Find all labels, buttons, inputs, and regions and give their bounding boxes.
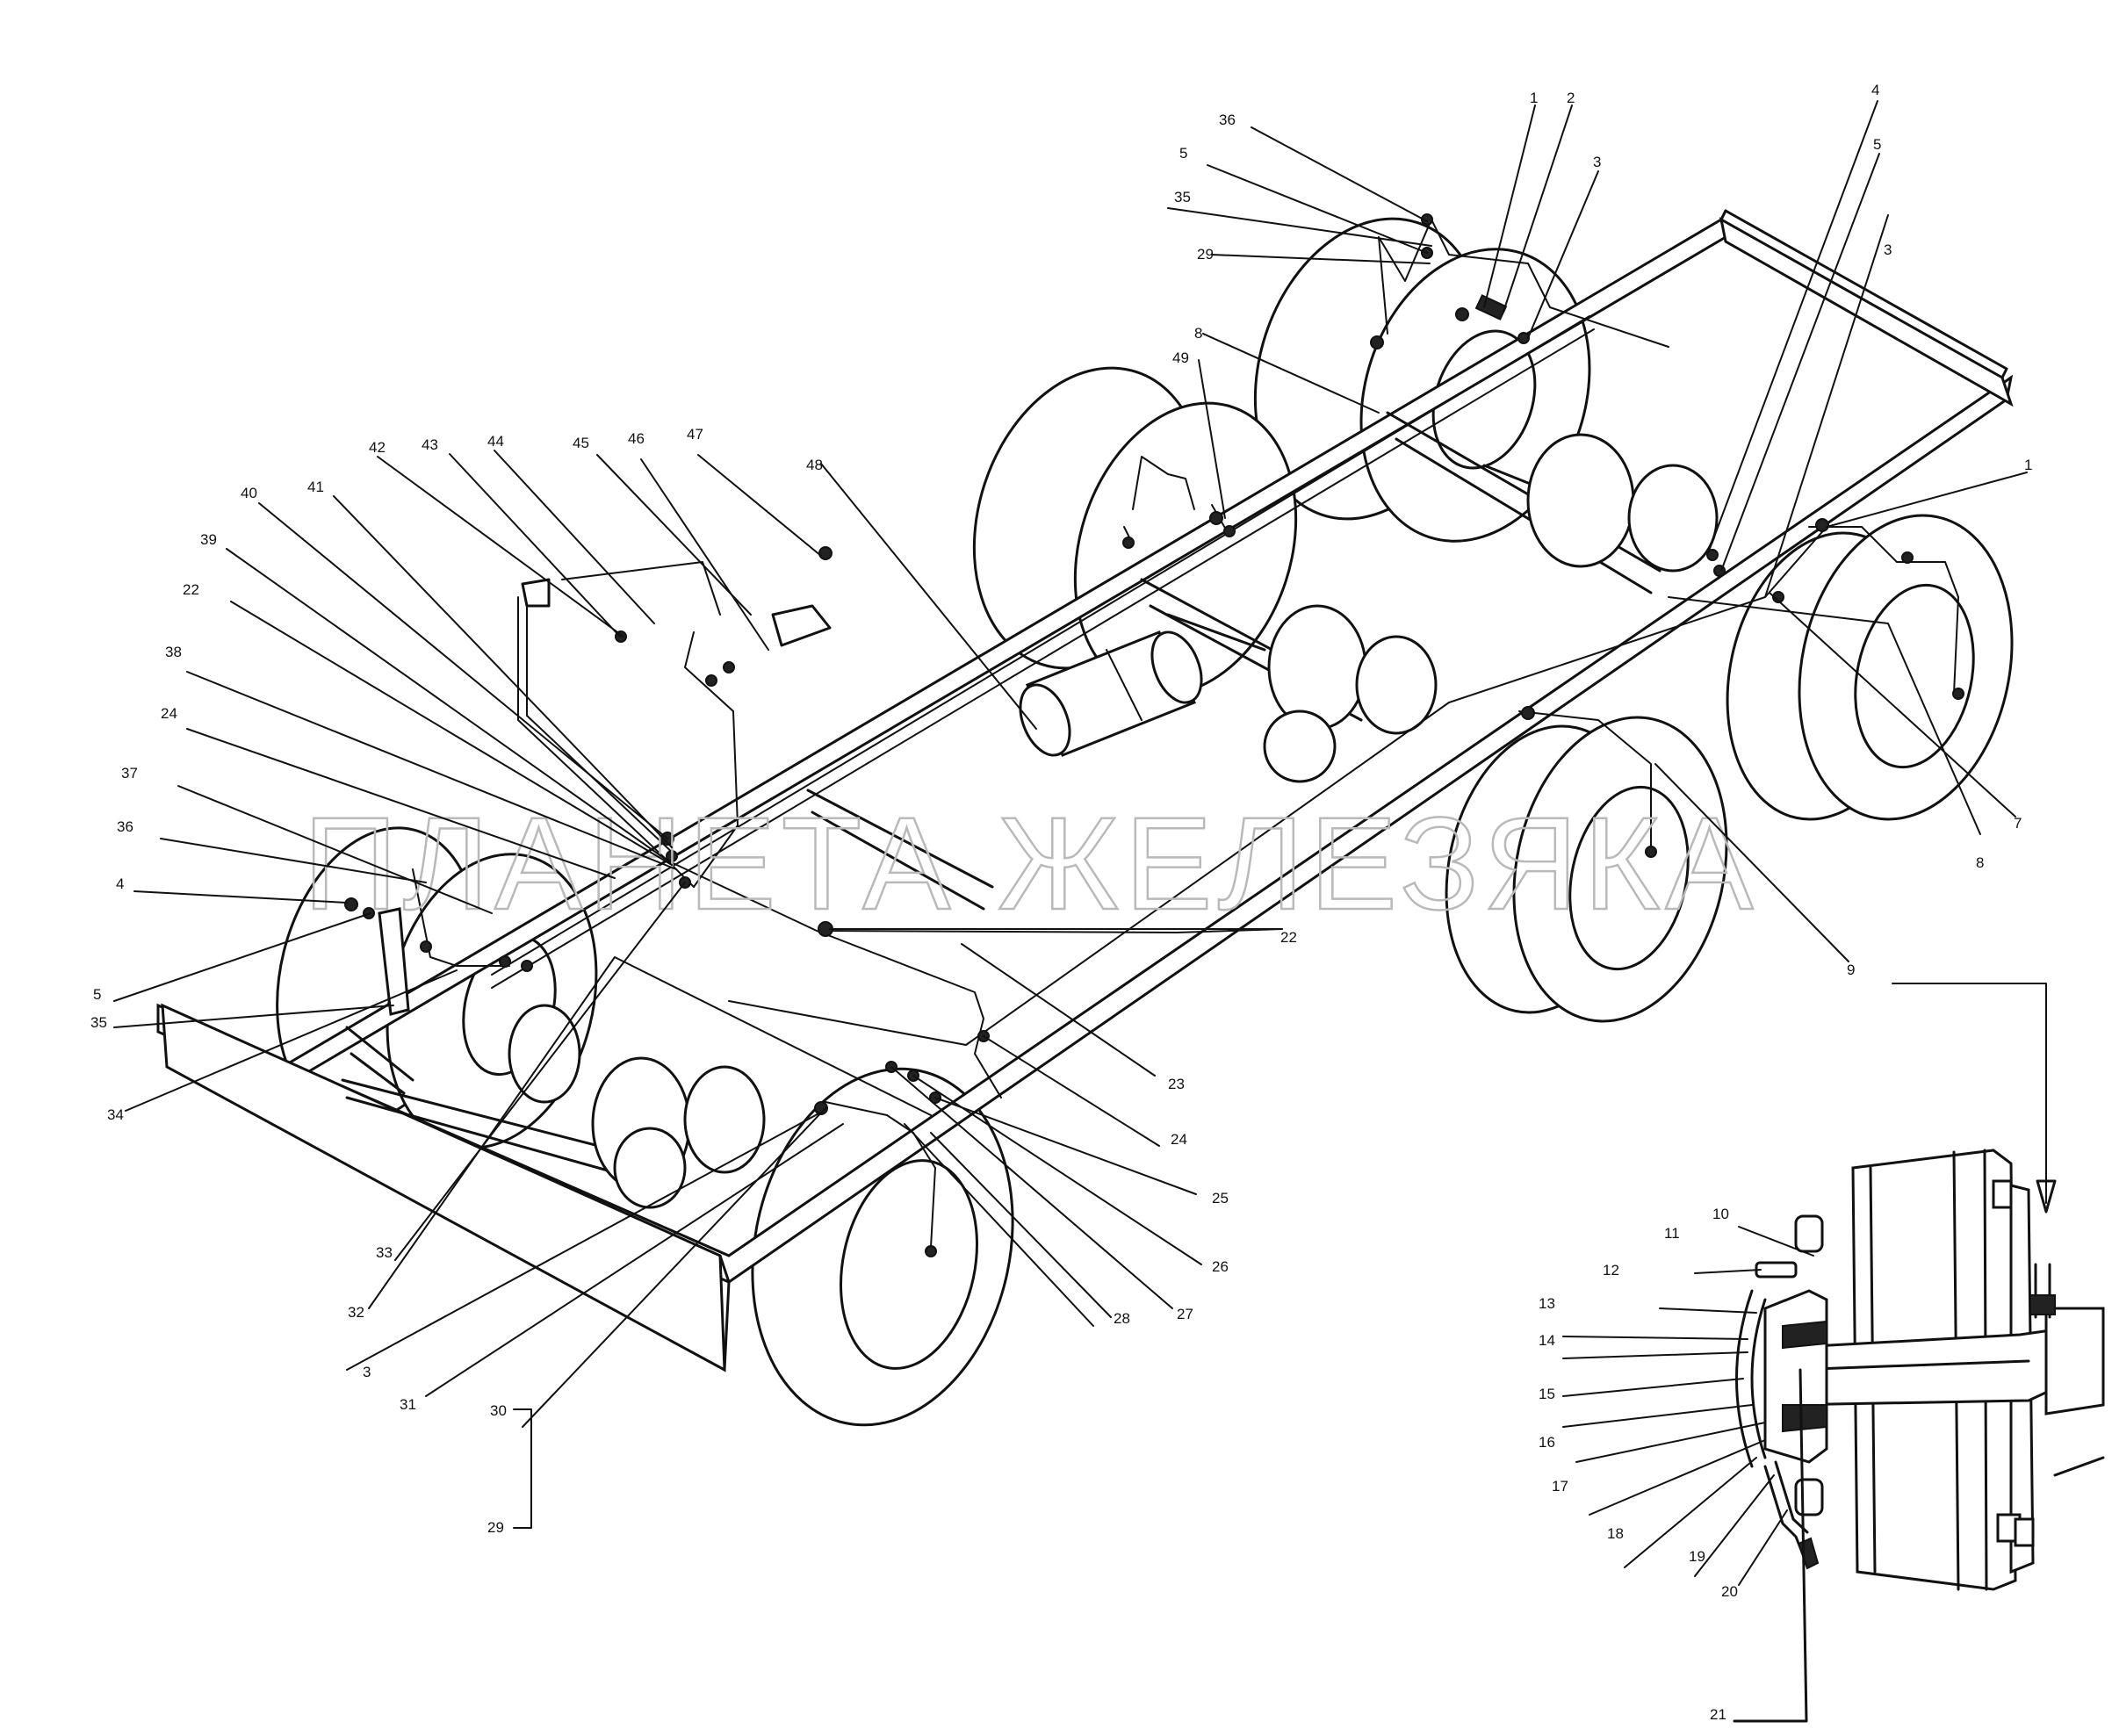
label-8-right: 8	[1976, 854, 1984, 871]
label-7: 7	[2014, 815, 2022, 832]
label-35-top: 35	[1174, 189, 1191, 205]
label-1-top: 1	[1530, 90, 1538, 106]
label-26: 26	[1212, 1258, 1229, 1275]
label-28: 28	[1114, 1310, 1130, 1327]
label-11: 11	[1664, 1225, 1680, 1242]
label-23: 23	[1168, 1076, 1185, 1092]
label-22-left: 22	[183, 581, 199, 598]
label-12: 12	[1603, 1262, 1619, 1279]
label-5-left: 5	[93, 986, 101, 1003]
label-17: 17	[1552, 1478, 1568, 1495]
rear-right-wheel-outer	[1798, 514, 2014, 821]
label-21: 21	[1710, 1706, 1726, 1723]
brake-lines	[386, 219, 1959, 1248]
label-45: 45	[573, 435, 589, 451]
label-49: 49	[1172, 349, 1189, 366]
label-31: 31	[400, 1396, 416, 1413]
front-right-wheel	[751, 1067, 1014, 1427]
label-9: 9	[1847, 962, 1855, 978]
label-3-right: 3	[1884, 241, 1892, 258]
label-5-top: 5	[1873, 136, 1881, 153]
label-3-bottom: 3	[363, 1364, 371, 1380]
label-43: 43	[422, 436, 438, 453]
label-22-right: 22	[1280, 929, 1297, 946]
label-27: 27	[1177, 1306, 1193, 1322]
callout-labels: 1 2 3 4 5 3 1 7 8 9 36 5 35 29 8 49 48 4…	[90, 82, 2032, 1723]
label-47: 47	[687, 426, 703, 443]
label-29-top: 29	[1197, 246, 1214, 263]
label-24-right: 24	[1171, 1131, 1187, 1148]
label-16: 16	[1539, 1434, 1555, 1451]
label-30: 30	[490, 1402, 507, 1419]
label-3-top: 3	[1593, 154, 1601, 170]
watermark-text: ПЛАНЕТА ЖЕЛЕЗЯКА	[303, 789, 1758, 937]
label-2: 2	[1567, 90, 1575, 106]
brake-detail-view	[1733, 983, 2105, 1723]
leader-lines	[113, 100, 2028, 1586]
label-41: 41	[307, 479, 324, 495]
label-19: 19	[1689, 1548, 1705, 1565]
chassis-frame	[156, 209, 2014, 1372]
label-15: 15	[1539, 1386, 1555, 1402]
label-46: 46	[628, 430, 645, 447]
label-18: 18	[1607, 1525, 1624, 1542]
label-48: 48	[806, 457, 823, 473]
label-34: 34	[107, 1106, 124, 1123]
label-4-top: 4	[1871, 82, 1879, 98]
label-8-top: 8	[1194, 325, 1202, 342]
pipe-fittings	[344, 213, 1964, 1257]
label-4-left: 4	[116, 875, 124, 892]
label-24-left: 24	[161, 705, 177, 722]
air-receiver	[1019, 630, 1203, 757]
label-29-bottom: 29	[487, 1519, 504, 1536]
label-36-left: 36	[117, 818, 133, 835]
label-32: 32	[348, 1304, 364, 1321]
label-10: 10	[1712, 1206, 1729, 1222]
label-5-upper: 5	[1179, 145, 1187, 162]
label-44: 44	[487, 433, 504, 450]
middle-right-wheel-outer	[1512, 716, 1728, 1023]
rear-top-wheel-inner	[1359, 248, 1591, 543]
label-1-right: 1	[2024, 457, 2032, 473]
label-25: 25	[1212, 1190, 1229, 1207]
label-39: 39	[200, 531, 217, 548]
label-20: 20	[1721, 1583, 1738, 1600]
label-33: 33	[376, 1244, 393, 1261]
label-38: 38	[165, 644, 182, 660]
rear-axle	[1482, 433, 1719, 573]
front-axle	[341, 1004, 766, 1209]
label-13: 13	[1539, 1295, 1555, 1312]
label-35-left: 35	[90, 1014, 107, 1031]
label-40: 40	[241, 485, 257, 501]
label-42: 42	[369, 439, 386, 456]
label-36-top: 36	[1219, 112, 1236, 128]
label-37: 37	[121, 765, 138, 782]
middle-axle	[1166, 604, 1438, 783]
label-14: 14	[1539, 1332, 1555, 1349]
